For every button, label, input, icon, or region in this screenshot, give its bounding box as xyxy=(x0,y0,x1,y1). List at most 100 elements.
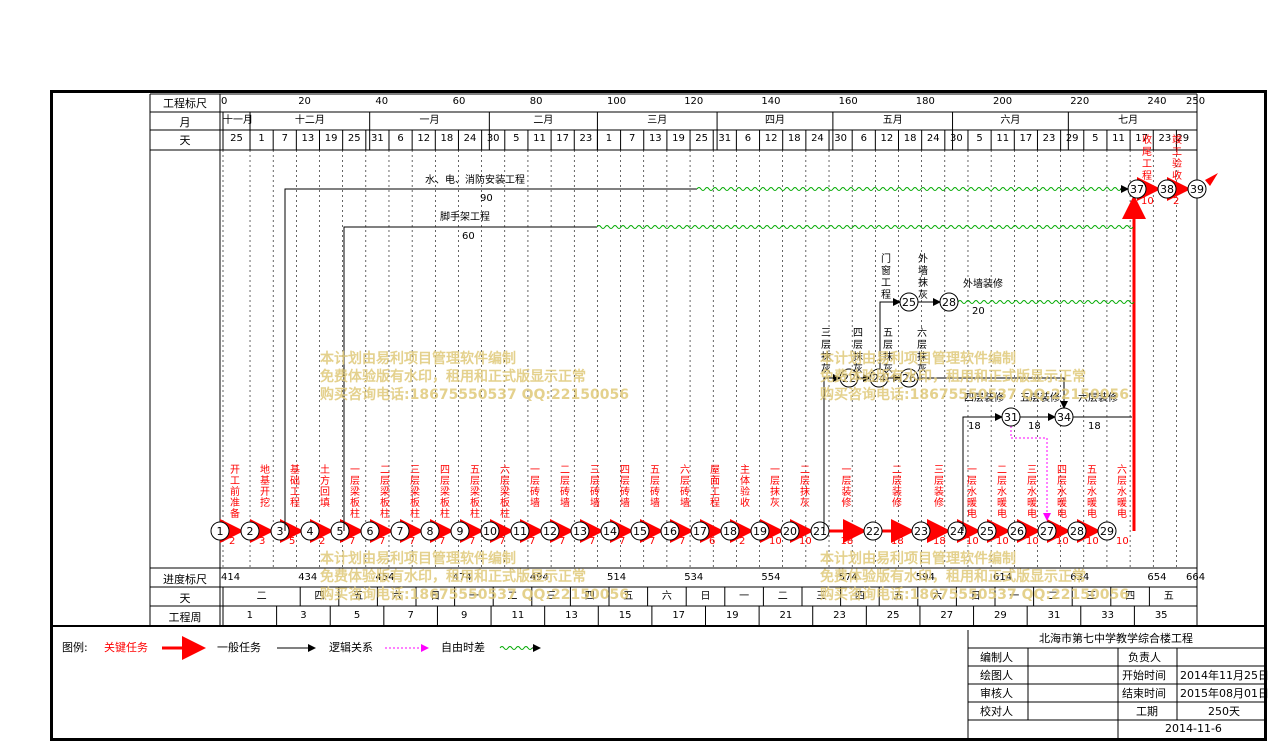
day-cell: 7 xyxy=(628,133,636,144)
critical-task-label: 三层梁板柱 xyxy=(410,465,420,520)
footer-day-label: 天 xyxy=(179,592,191,605)
critical-task-label: 二层砖墙 xyxy=(560,465,570,509)
month-cell: 一月 xyxy=(419,115,440,126)
critical-task-label: 五层梁板柱 xyxy=(470,465,480,520)
critical-task-duration: 2 xyxy=(229,536,236,547)
weekday-cell: 四 xyxy=(1125,591,1136,602)
event-node-number: 9 xyxy=(457,525,464,538)
day-cell: 11 xyxy=(533,133,546,144)
progress-tick: 454 xyxy=(375,572,395,583)
day-cell: 24 xyxy=(811,133,824,144)
event-node xyxy=(750,521,770,541)
week-cell: 13 xyxy=(565,610,578,621)
week-cell: 7 xyxy=(407,610,414,621)
event-node-number: 24 xyxy=(872,372,886,385)
day-cell: 11 xyxy=(1112,133,1125,144)
critical-task-duration: 18 xyxy=(891,536,904,547)
scale-tick: 100 xyxy=(607,96,627,107)
watermark: 本计划由易利项目管理软件编制免费体验版有水印，租用和正式版显示正常购买咨询电话:… xyxy=(320,351,629,403)
critical-task-duration: 7 xyxy=(529,536,536,547)
event-node-number: 39 xyxy=(1190,183,1204,196)
event-node-number: 24 xyxy=(950,525,964,538)
event-node xyxy=(480,521,500,541)
legend-free: 自由时差 xyxy=(441,641,485,654)
critical-task-label: 三层水暖电 xyxy=(1027,465,1037,520)
weekday-cell: 二 xyxy=(507,591,518,602)
free-float-line xyxy=(596,225,1134,229)
end-value: 2015年08月01日 xyxy=(1180,687,1269,700)
progress-tick: 474 xyxy=(452,572,472,583)
event-node-number: 26 xyxy=(1010,525,1024,538)
day-cell: 18 xyxy=(440,133,454,144)
weekday-cell: 四 xyxy=(854,591,865,602)
day-cell: 25 xyxy=(347,133,361,144)
critical-task-duration: 7 xyxy=(409,536,416,547)
weekday-cell: 二 xyxy=(777,591,788,602)
event-node-number: 6 xyxy=(367,525,374,538)
end-label: 结束时间 xyxy=(1122,687,1166,700)
weekday-cell: 日 xyxy=(700,591,711,602)
critical-task-duration: 7 xyxy=(679,536,686,547)
event-node-number: 3 xyxy=(277,525,284,538)
event-node xyxy=(1157,179,1177,199)
event-node-number: 10 xyxy=(483,525,497,538)
progress-tick: 554 xyxy=(761,572,781,583)
weekday-cell: 六 xyxy=(391,591,402,602)
critical-task-label: 开工前准备 xyxy=(230,465,240,520)
critical-task-label: 六层水暖电 xyxy=(1117,465,1127,520)
event-node-number: 1 xyxy=(217,525,224,538)
critical-task-label: 五层水暖电 xyxy=(1087,465,1097,520)
critical-task-label: 基础工程 xyxy=(290,465,300,509)
critical-task-duration: 7 xyxy=(589,536,596,547)
week-cell: 21 xyxy=(779,610,793,621)
general-arrow xyxy=(284,188,697,531)
event-node xyxy=(1187,179,1207,199)
event-node-number: 21 xyxy=(813,525,827,538)
event-node xyxy=(360,521,380,541)
event-node xyxy=(600,521,620,541)
task-dur-f6-finish: 18 xyxy=(1088,421,1101,432)
weekday-cell: 五 xyxy=(623,591,634,602)
task-label-scaffold: 脚手架工程 xyxy=(440,212,490,223)
event-node-number: 28 xyxy=(942,296,956,309)
day-cell: 6 xyxy=(860,133,867,144)
general-arrow xyxy=(879,298,901,378)
watermark: 本计划由易利项目管理软件编制免费体验版有水印，租用和正式版显示正常购买咨询电话:… xyxy=(820,551,1129,603)
weekday-cell: 四 xyxy=(314,591,325,602)
month-cell: 七月 xyxy=(1118,115,1139,126)
critical-task-duration: 10 xyxy=(1086,536,1099,547)
scale-tick: 120 xyxy=(684,96,704,107)
week-cell: 35 xyxy=(1154,610,1168,621)
progress-tick: 414 xyxy=(221,572,241,583)
day-cell: 13 xyxy=(301,133,315,144)
month-cell: 十二月 xyxy=(294,115,325,126)
month-cell: 五月 xyxy=(882,115,903,126)
progress-tick: 574 xyxy=(838,572,858,583)
week-cell: 9 xyxy=(461,610,468,621)
critical-task-label: 主体验收 xyxy=(740,465,750,509)
event-node xyxy=(690,521,710,541)
weekday-cell: 三 xyxy=(1086,591,1097,602)
critical-task-label: 屋面工程 xyxy=(710,465,720,509)
day-cell: 6 xyxy=(397,133,404,144)
critical-task-label: 土方回填 xyxy=(320,465,330,509)
day-cell: 11 xyxy=(996,133,1010,144)
critical-task-duration: 7 xyxy=(349,536,356,547)
free-float-arrow xyxy=(1010,426,1051,521)
critical-task-duration: 7 xyxy=(379,536,386,547)
day-cell: 19 xyxy=(672,133,685,144)
general-arrow xyxy=(343,226,597,531)
day-label: 天 xyxy=(179,134,191,147)
event-node xyxy=(780,521,800,541)
weekday-cell: 二 xyxy=(1047,591,1058,602)
task-dur-utilities: 90 xyxy=(480,193,493,204)
day-cell: 12 xyxy=(764,133,778,144)
day-cell: 7 xyxy=(281,133,288,144)
day-cell: 5 xyxy=(513,133,520,144)
event-node-number: 25 xyxy=(902,296,916,309)
critical-task-duration: 10 xyxy=(1116,536,1129,547)
event-node xyxy=(450,521,470,541)
manager-label: 负责人 xyxy=(1128,651,1161,664)
critical-task-duration: 10 xyxy=(1026,536,1039,547)
